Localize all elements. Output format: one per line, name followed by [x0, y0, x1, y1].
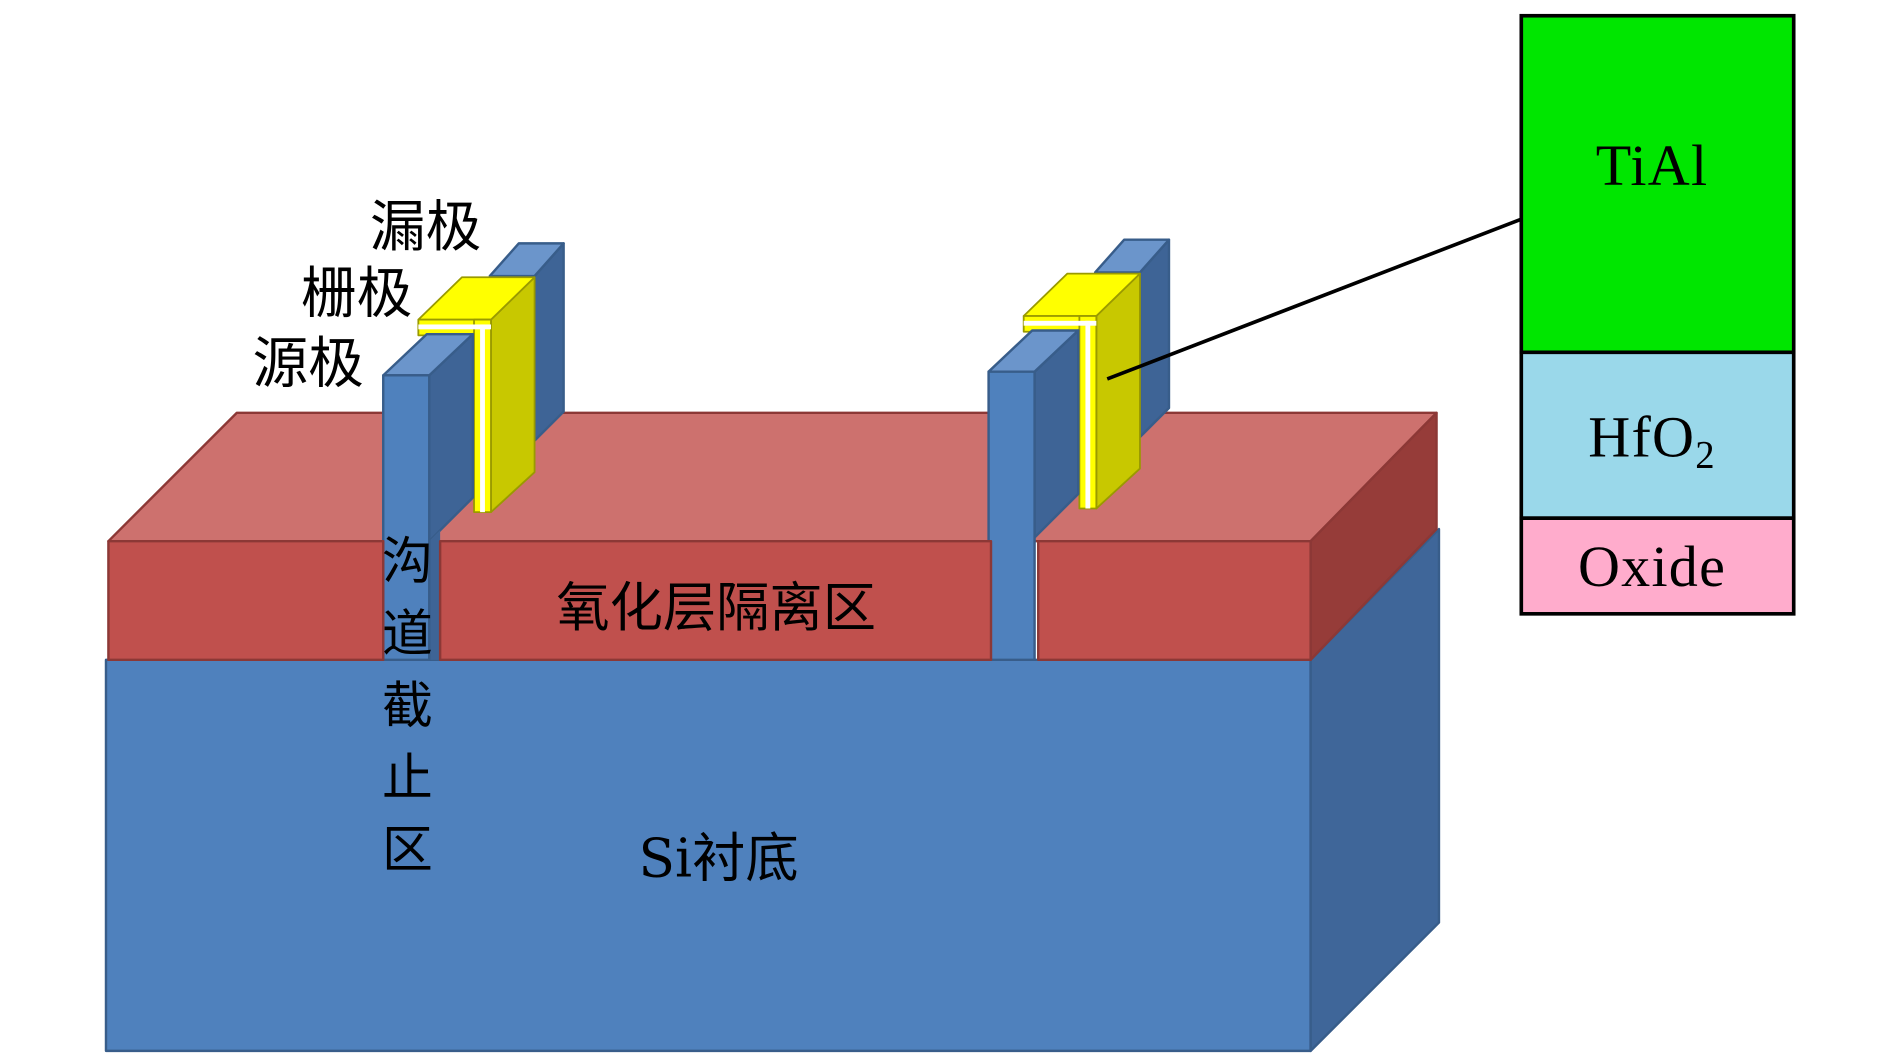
gate-right [1022, 272, 1141, 510]
oxide-isolation-label: 氧化层隔离区 [556, 577, 876, 639]
substrate-front-face [104, 658, 1312, 1053]
legend-label-tial: TiAl [1596, 133, 1709, 198]
gate-dielectric-line-horizontal [1023, 320, 1097, 326]
legend-layer-tial [1519, 13, 1796, 355]
substrate [104, 527, 1441, 1053]
source-front-face [987, 370, 1036, 662]
source-label: 源极 [252, 332, 363, 397]
channel-stop-char: 止 [382, 748, 433, 807]
drain-label: 漏极 [370, 195, 481, 260]
channel-stop-char: 区 [382, 820, 433, 879]
source-front-face [382, 374, 431, 662]
legend-layer-oxide [1519, 516, 1796, 616]
drain-top-face [1093, 238, 1171, 274]
gate-left [417, 276, 536, 514]
fin-right [987, 238, 1171, 662]
substrate-label: Si衬底 [639, 828, 799, 890]
gate-dielectric-line-vertical [480, 324, 485, 513]
channel-stop-char: 沟 [382, 532, 433, 591]
channel-stop-label: 沟道截止区 [382, 532, 433, 879]
oxide-front-faces [107, 539, 1312, 662]
fin-groove [429, 530, 441, 660]
legend-layer-hfo2 [1519, 350, 1796, 520]
gate-stack-callout-line [1106, 217, 1522, 381]
oxide-front-middle [438, 539, 993, 662]
gate-dielectric-line-vertical [1085, 320, 1091, 509]
oxide-front-right [1037, 539, 1312, 662]
oxide-top-face [107, 411, 1438, 543]
channel-stop-char: 道 [382, 604, 433, 663]
legend-label-hfo2: HfO2 [1588, 404, 1716, 476]
fin-left [382, 242, 565, 662]
channel-stop-char: 截 [382, 676, 433, 735]
gate-dielectric-line-horizontal [418, 324, 491, 330]
gate-stack-legend: TiAl HfO2 Oxide [1519, 13, 1796, 616]
oxide-front-left [107, 539, 385, 662]
gate-label: 栅极 [301, 261, 412, 326]
legend-label-oxide: Oxide [1578, 534, 1726, 599]
drain-top-face [488, 242, 565, 278]
legend-label-hfo2-base: HfO [1588, 404, 1695, 469]
legend-label-hfo2-subscript: 2 [1695, 433, 1716, 476]
